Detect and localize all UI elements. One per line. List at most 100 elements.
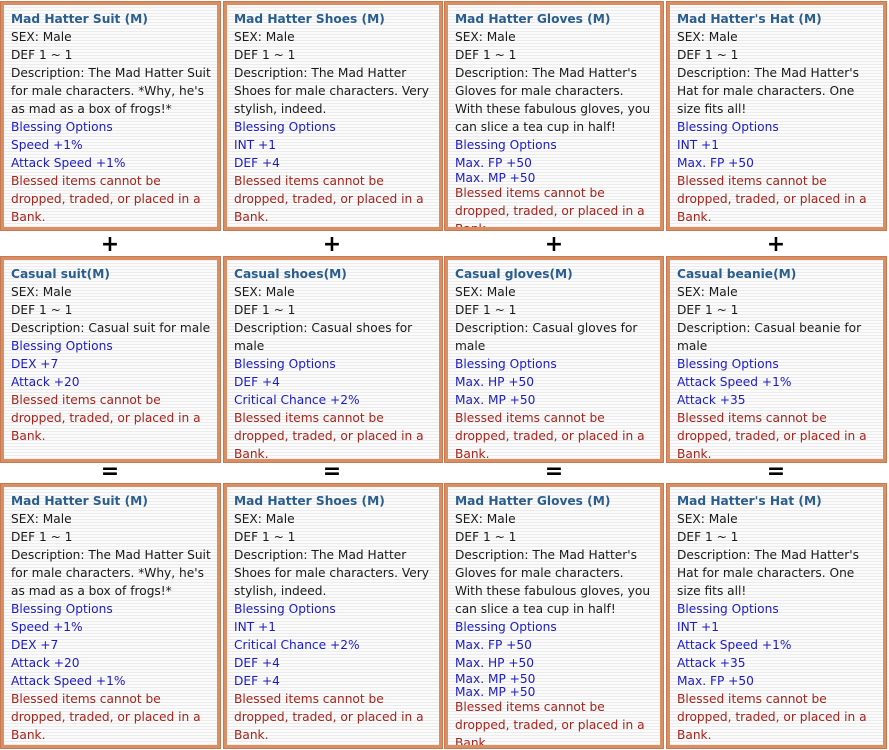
item-sex: SEX: Male — [677, 512, 738, 526]
blessing-option: Attack +20 — [11, 375, 80, 389]
item-sex: SEX: Male — [234, 30, 295, 44]
item-description: Description: Casual suit for male — [11, 321, 211, 335]
item-title: Mad Hatter's Hat (M) — [677, 494, 822, 508]
item-description: Description: The Mad Hatter Suit for mal… — [11, 548, 211, 598]
item-sex: SEX: Male — [455, 285, 516, 299]
blessing-options-header: Blessing Options — [234, 357, 336, 371]
item-sex: SEX: Male — [455, 512, 516, 526]
blessing-option: DEF +4 — [234, 156, 280, 170]
item-description: Description: The Mad Hatter's Gloves for… — [455, 66, 651, 134]
blessing-option: Max. FP +50 — [677, 156, 754, 170]
item-def: DEF 1 ~ 1 — [455, 48, 517, 62]
item-title: Mad Hatter Suit (M) — [11, 494, 148, 508]
blessing-option: DEX +7 — [11, 638, 59, 652]
item-title: Mad Hatter's Hat (M) — [677, 12, 822, 26]
item-description: Description: Casual gloves for male — [455, 321, 638, 353]
item-description: Description: Casual shoes for male — [234, 321, 413, 353]
blessing-option: DEX +7 — [11, 357, 59, 371]
blessing-option: Max. HP +50 — [455, 656, 535, 670]
item-def: DEF 1 ~ 1 — [677, 48, 739, 62]
item-def: DEF 1 ~ 1 — [11, 303, 73, 317]
blessing-option: Critical Chance +2% — [234, 393, 360, 407]
item-card-mad-hatter-shoes: Mad Hatter Shoes (M) SEX: Male DEF 1 ~ 1… — [223, 1, 443, 231]
blessing-option: Attack Speed +1% — [677, 375, 792, 389]
blessing-options-header: Blessing Options — [677, 120, 779, 134]
item-card-casual-gloves: Casual gloves(M) SEX: Male DEF 1 ~ 1 Des… — [444, 256, 664, 463]
item-sex: SEX: Male — [677, 285, 738, 299]
item-title: Casual shoes(M) — [234, 267, 347, 281]
item-card-casual-beanie: Casual beanie(M) SEX: Male DEF 1 ~ 1 Des… — [666, 256, 887, 463]
item-title: Casual gloves(M) — [455, 267, 573, 281]
item-def: DEF 1 ~ 1 — [11, 530, 73, 544]
blessing-option: Max. FP +50 — [455, 638, 532, 652]
equals-sign: = — [322, 459, 342, 484]
blessing-options-header: Blessing Options — [455, 357, 557, 371]
item-description: Description: The Mad Hatter Shoes for ma… — [234, 548, 429, 598]
blessed-note: Blessed items cannot be dropped, traded,… — [455, 411, 645, 461]
item-card-casual-shoes: Casual shoes(M) SEX: Male DEF 1 ~ 1 Desc… — [223, 256, 443, 463]
item-sex: SEX: Male — [234, 512, 295, 526]
item-description: Description: The Mad Hatter Suit for mal… — [11, 66, 211, 116]
item-description: Description: The Mad Hatter's Gloves for… — [455, 548, 651, 616]
item-def: DEF 1 ~ 1 — [455, 303, 517, 317]
plus-sign: + — [100, 232, 120, 257]
item-sex: SEX: Male — [11, 285, 72, 299]
item-title: Casual suit(M) — [11, 267, 110, 281]
plus-sign: + — [322, 232, 342, 257]
item-card-mad-hatter-shoes-result: Mad Hatter Shoes (M) SEX: Male DEF 1 ~ 1… — [223, 483, 443, 749]
blessed-note: Blessed items cannot be dropped, traded,… — [11, 174, 201, 224]
plus-sign: + — [766, 232, 786, 257]
blessing-option: Max. MP +50 — [455, 685, 536, 699]
item-sex: SEX: Male — [455, 30, 516, 44]
blessed-note: Blessed items cannot be dropped, traded,… — [677, 692, 867, 742]
blessing-options-header: Blessing Options — [455, 620, 557, 634]
blessed-note: Blessed items cannot be dropped, traded,… — [11, 393, 201, 443]
blessing-options-header: Blessing Options — [234, 120, 336, 134]
equals-sign: = — [544, 459, 564, 484]
blessing-option: Critical Chance +2% — [234, 638, 360, 652]
item-card-mad-hatter-gloves: Mad Hatter Gloves (M) SEX: Male DEF 1 ~ … — [444, 1, 664, 231]
item-card-mad-hatters-hat: Mad Hatter's Hat (M) SEX: Male DEF 1 ~ 1… — [666, 1, 887, 231]
item-card-mad-hatters-hat-result: Mad Hatter's Hat (M) SEX: Male DEF 1 ~ 1… — [666, 483, 887, 749]
blessed-note: Blessed items cannot be dropped, traded,… — [234, 174, 424, 224]
blessing-option: INT +1 — [677, 620, 719, 634]
item-title: Casual beanie(M) — [677, 267, 797, 281]
blessing-options-header: Blessing Options — [11, 120, 113, 134]
item-sex: SEX: Male — [11, 30, 72, 44]
item-description: Description: Casual beanie for male — [677, 321, 862, 353]
blessing-options-header: Blessing Options — [11, 339, 113, 353]
item-card-mad-hatter-suit-result: Mad Hatter Suit (M) SEX: Male DEF 1 ~ 1 … — [0, 483, 221, 749]
item-description: Description: The Mad Hatter's Hat for ma… — [677, 548, 859, 598]
item-description: Description: The Mad Hatter's Hat for ma… — [677, 66, 859, 116]
equals-sign: = — [100, 459, 120, 484]
blessing-options-header: Blessing Options — [455, 138, 557, 152]
blessing-option: DEF +4 — [234, 656, 280, 670]
item-title: Mad Hatter Suit (M) — [11, 12, 148, 26]
blessed-note: Blessed items cannot be dropped, traded,… — [234, 411, 424, 461]
plus-sign: + — [544, 232, 564, 257]
blessed-note: Blessed items cannot be dropped, traded,… — [677, 411, 867, 461]
item-title: Mad Hatter Gloves (M) — [455, 494, 611, 508]
item-def: DEF 1 ~ 1 — [677, 530, 739, 544]
item-description: Description: The Mad Hatter Shoes for ma… — [234, 66, 429, 116]
blessed-note: Blessed items cannot be dropped, traded,… — [677, 174, 867, 224]
blessing-options-header: Blessing Options — [234, 602, 336, 616]
blessing-option: Attack +20 — [11, 656, 80, 670]
item-card-casual-suit: Casual suit(M) SEX: Male DEF 1 ~ 1 Descr… — [0, 256, 221, 463]
item-title: Mad Hatter Shoes (M) — [234, 494, 385, 508]
blessing-option: Max. HP +50 — [455, 375, 535, 389]
item-def: DEF 1 ~ 1 — [234, 303, 296, 317]
equals-sign: = — [766, 459, 786, 484]
blessed-note: Blessed items cannot be dropped, traded,… — [455, 186, 645, 230]
blessing-option: Max. MP +50 — [455, 393, 536, 407]
blessing-option: Max. MP +50 — [455, 171, 536, 185]
item-card-mad-hatter-gloves-result: Mad Hatter Gloves (M) SEX: Male DEF 1 ~ … — [444, 483, 664, 749]
blessing-option: Speed +1% — [11, 138, 83, 152]
blessing-option: Max. FP +50 — [455, 156, 532, 170]
blessing-option: Attack Speed +1% — [11, 674, 126, 688]
blessing-option: Max. FP +50 — [677, 674, 754, 688]
blessing-option: Attack Speed +1% — [677, 638, 792, 652]
blessing-option: Max. MP +50 — [455, 672, 536, 686]
blessed-note: Blessed items cannot be dropped, traded,… — [11, 692, 201, 742]
blessing-option: Attack Speed +1% — [11, 156, 126, 170]
